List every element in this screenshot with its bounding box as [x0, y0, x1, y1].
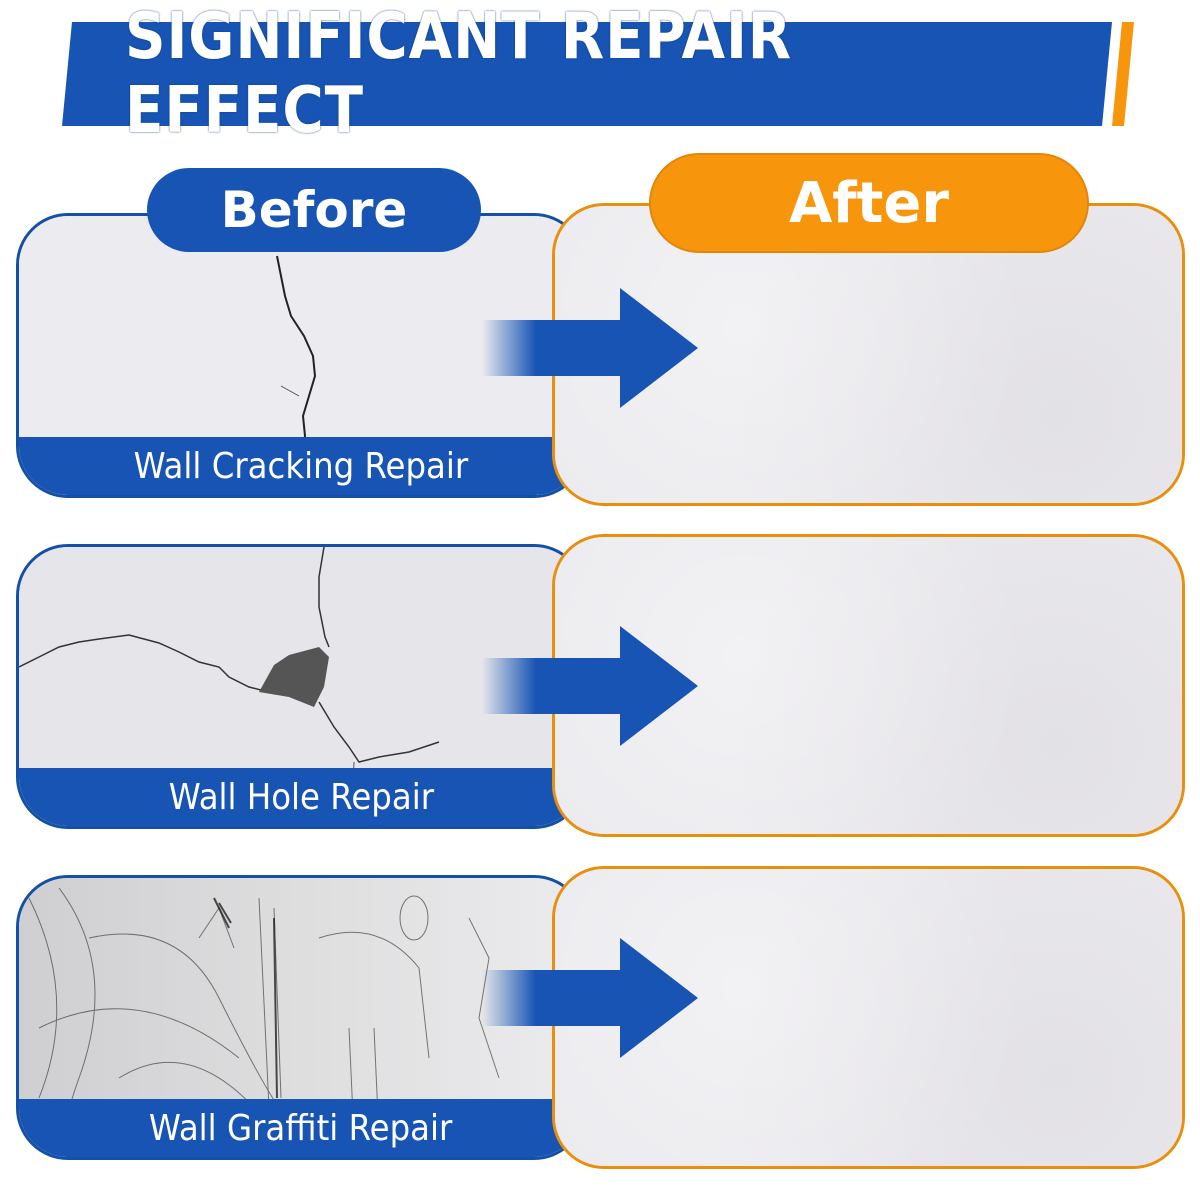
- caption-bar: Wall Cracking Repair: [19, 437, 583, 495]
- right-arrow-icon: [482, 288, 698, 408]
- banner-background: [62, 22, 1112, 126]
- after-panel-cracking: [552, 203, 1185, 506]
- banner-accent-stripe: [1112, 22, 1134, 126]
- title-banner: SIGNIFICANT REPAIR EFFECT: [62, 0, 1142, 148]
- right-arrow-icon: [482, 626, 698, 746]
- caption-text: Wall Cracking Repair: [133, 445, 469, 487]
- page-title: SIGNIFICANT REPAIR EFFECT: [125, 0, 793, 148]
- caption-text: Wall Graffiti Repair: [149, 1107, 453, 1149]
- before-label: Before: [147, 168, 481, 252]
- caption-bar: Wall Hole Repair: [19, 768, 583, 826]
- caption-bar: Wall Graffiti Repair: [19, 1099, 583, 1157]
- caption-text: Wall Hole Repair: [168, 776, 434, 818]
- right-arrow-icon: [482, 938, 698, 1058]
- after-label: After: [649, 153, 1089, 253]
- after-panel-graffiti: [552, 866, 1185, 1169]
